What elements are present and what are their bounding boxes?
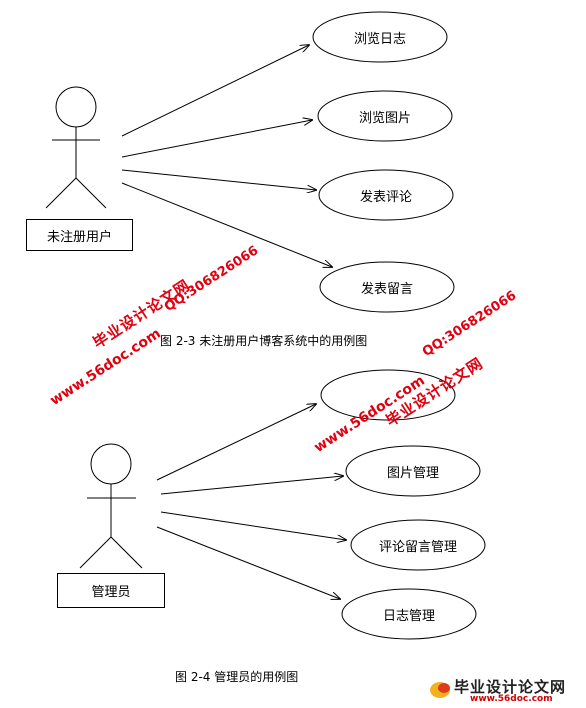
association-arrow <box>121 120 312 158</box>
actor-figure-unregistered-user <box>45 86 107 209</box>
use-case-label-post-message: 发表留言 <box>360 281 413 297</box>
use-case-label-browse-images: 浏览图片 <box>358 110 411 126</box>
actor-label-administrator: 管理员 <box>57 573 165 608</box>
use-case-label-browse-log: 浏览日志 <box>353 31 406 47</box>
use-case-label-image-management: 图片管理 <box>386 465 439 481</box>
site-logo: 毕业设计论文网 www.56doc.com <box>430 676 580 706</box>
use-case-ellipse <box>312 11 448 63</box>
association-arrow <box>121 182 332 267</box>
use-cases-diagram2 <box>320 369 486 640</box>
use-case-ellipse <box>320 369 456 421</box>
use-case-label-log-management: 日志管理 <box>382 608 435 624</box>
associations-diagram2 <box>156 404 346 599</box>
use-case-ellipse <box>350 519 486 571</box>
use-case-ellipse <box>345 445 481 497</box>
actor-figure-administrator <box>79 443 143 569</box>
use-case-label-post-comment: 发表评论 <box>359 189 412 205</box>
use-cases-diagram1 <box>312 11 455 313</box>
use-case-ellipse <box>341 588 477 640</box>
use-case-ellipse <box>319 261 455 313</box>
use-case-label-comment-message-management: 评论留言管理 <box>378 539 457 555</box>
logo-swirl <box>430 682 450 698</box>
figure-caption-2-3: 图 2-3 未注册用户博客系统中的用例图 <box>160 334 368 348</box>
association-arrow <box>156 526 340 599</box>
association-arrow <box>160 476 343 495</box>
logo-url: www.56doc.com <box>470 694 553 704</box>
association-arrow <box>160 511 346 540</box>
actor-label-unregistered-user: 未注册用户 <box>26 219 133 251</box>
association-arrow <box>121 45 309 137</box>
use-case-ellipse <box>317 90 453 142</box>
figure-caption-2-4: 图 2-4 管理员的用例图 <box>175 670 299 684</box>
association-arrow <box>121 169 316 190</box>
use-case-ellipse <box>318 169 454 221</box>
associations-diagram1 <box>121 45 332 267</box>
logo-text: 毕业设计论文网 <box>454 678 567 696</box>
association-arrow <box>156 404 316 481</box>
